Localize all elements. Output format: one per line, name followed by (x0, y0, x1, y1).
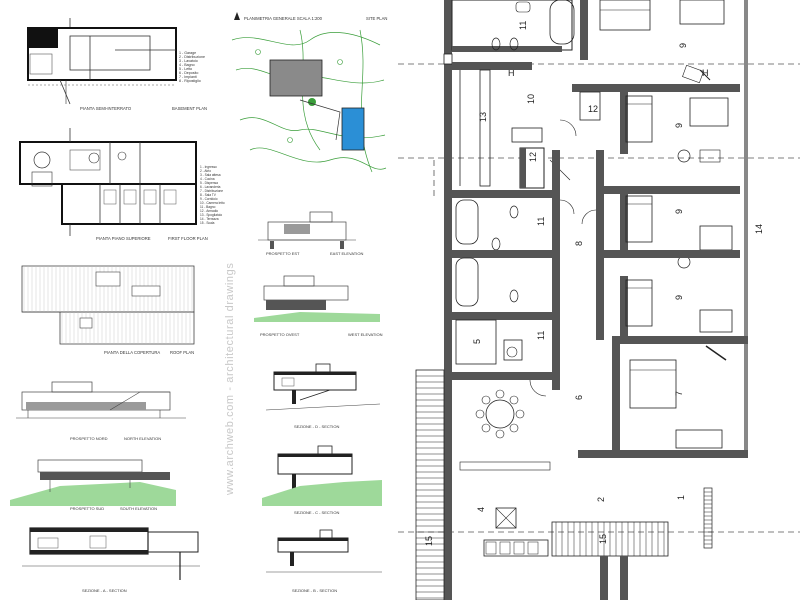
basement-legend-8: 8 - Ripostiglio (179, 79, 201, 83)
north-elevation: PROSPETTO NORD NORTH ELEVATION (16, 381, 186, 441)
room-number-bath-mid: 11 (536, 217, 546, 226)
east-title-en: EAST ELEVATION (330, 251, 363, 256)
section-a-title: SEZIONE - A - SECTION (82, 588, 127, 593)
room-number-terrace: 14 (754, 224, 764, 234)
west-elevation: PROSPETTO OVEST WEST ELEVATION (254, 275, 383, 337)
basement-legend-1: 1 - Garage (179, 51, 196, 55)
north-title-en: NORTH ELEVATION (124, 436, 161, 441)
east-title-it: PROSPETTO EST (266, 251, 300, 256)
ff-legend-1: 1 - Ingresso (200, 165, 217, 169)
room-number-distrib: 6 (574, 395, 584, 400)
room-number-bed-top: 9 (678, 43, 688, 48)
ff-legend-7: 7 - Distribuzione (200, 189, 223, 193)
section-c-title: SEZIONE - C - SECTION (294, 510, 339, 515)
room-number-master: 7 (674, 391, 684, 396)
room-number-bed-lower: 9 (674, 209, 684, 214)
room-number-closet-right: 12 (588, 104, 598, 114)
basement-legend-2: 2 - Distribuzione (179, 55, 205, 59)
room-number-corridor-top: 10 (526, 94, 536, 104)
ff-legend-9: 9 - Corridoio (200, 197, 218, 201)
west-title-it: PROSPETTO OVEST (260, 332, 300, 337)
room-number-closet-mid: 12 (528, 152, 538, 162)
ff-legend-6: 6 - Lavanderia (200, 185, 221, 189)
room-number-corridor-main: 8 (574, 241, 584, 246)
basement-legend-7: 7 - Impianti (179, 75, 197, 79)
room-number-entry: 1 (676, 495, 686, 500)
ff-legend-8: 8 - Sala TV (200, 193, 217, 197)
west-title-en: WEST ELEVATION (348, 332, 383, 337)
basement-title-en: BASEMENT PLAN (172, 106, 207, 111)
room-number-stair-left: 15 (424, 536, 434, 546)
room-number-bath-low: 11 (536, 331, 546, 340)
east-elevation: PROSPETTO EST EAST ELEVATION (258, 211, 363, 256)
roof-title-en: ROOF PLAN (170, 350, 194, 355)
ff-legend-5: 5 - Dispensa (200, 181, 218, 185)
h-symbol-right: H (702, 68, 709, 78)
basement-legend-5: 5 - Letto (179, 67, 192, 71)
detail-floor-plan: 11 9 H H 10 13 12 12 (398, 0, 800, 600)
basement-legend-4: 4 - Bagno (179, 63, 195, 67)
ff-title-it: PIANTA PIANO SUPERIORE (96, 236, 151, 241)
watermark: www.archweb.com - architectural drawings (224, 263, 236, 496)
south-title-it: PROSPETTO SUD (70, 506, 104, 511)
section-d-title: SEZIONE - D - SECTION (294, 424, 339, 429)
room-number-atrium: 2 (596, 497, 606, 502)
section-c: SEZIONE - C - SECTION (262, 445, 382, 515)
room-number-bed-bottom: 9 (674, 295, 684, 300)
h-symbol-left: H (508, 68, 515, 78)
basement-plan: 1 - Garage 2 - Distribuzione 3 - Lavatoi… (27, 18, 207, 111)
ff-legend-4: 4 - Cucina (200, 177, 215, 181)
ff-legend-13: 13 - Spogliatoio (200, 213, 222, 217)
basement-legend-3: 3 - Lavatoio (179, 59, 198, 63)
ff-legend-2: 2 - Atrio (200, 169, 211, 173)
ff-legend-10: 10 - Camera letto (200, 201, 225, 205)
room-number-kitchen: 4 (476, 507, 486, 512)
ff-legend-15: 15 - Scala (200, 221, 215, 225)
south-elevation: PROSPETTO SUD SOUTH ELEVATION (10, 459, 176, 511)
basement-title-it: PIANTA SEMI-INTERRATO (80, 106, 132, 111)
ff-legend-14: 14 - Terrazza (200, 217, 219, 221)
ff-legend-11: 11 - Bagno (200, 205, 216, 209)
site-title-it: PLANIMETRIA GENERALE SCALA 1:200 (244, 16, 323, 21)
ff-legend-3: 3 - Sala attesa (200, 173, 221, 177)
site-plan: PLANIMETRIA GENERALE SCALA 1:200 SITE PL… (231, 12, 387, 173)
site-title-en: SITE PLAN (366, 16, 387, 21)
room-number-bath-top: 11 (518, 21, 528, 30)
section-d: SEZIONE - D - SECTION (265, 363, 381, 429)
room-number-laundry: 5 (472, 339, 482, 344)
basement-legend-6: 6 - Deposito (179, 71, 198, 75)
south-title-en: SOUTH ELEVATION (120, 506, 157, 511)
ff-title-en: FIRST FLOOR PLAN (168, 236, 208, 241)
first-floor-plan: 1 - Ingresso 2 - Atrio 3 - Sala attesa 4… (19, 128, 225, 241)
section-b: SEZIONE - B - SECTION (266, 529, 382, 593)
room-number-bed-mid: 9 (674, 123, 684, 128)
north-title-it: PROSPETTO NORD (70, 436, 108, 441)
ff-legend-12: 12 - Armadio (200, 209, 218, 213)
room-number-stair-bottom: 15 (598, 534, 608, 544)
roof-title-it: PIANTA DELLA COPERTURA (104, 350, 160, 355)
roof-plan: PIANTA DELLA COPERTURA ROOF PLAN (21, 265, 195, 355)
section-a: SEZIONE - A - SECTION (22, 527, 200, 593)
room-number-closet-left: 13 (478, 112, 488, 122)
section-b-title: SEZIONE - B - SECTION (292, 588, 337, 593)
